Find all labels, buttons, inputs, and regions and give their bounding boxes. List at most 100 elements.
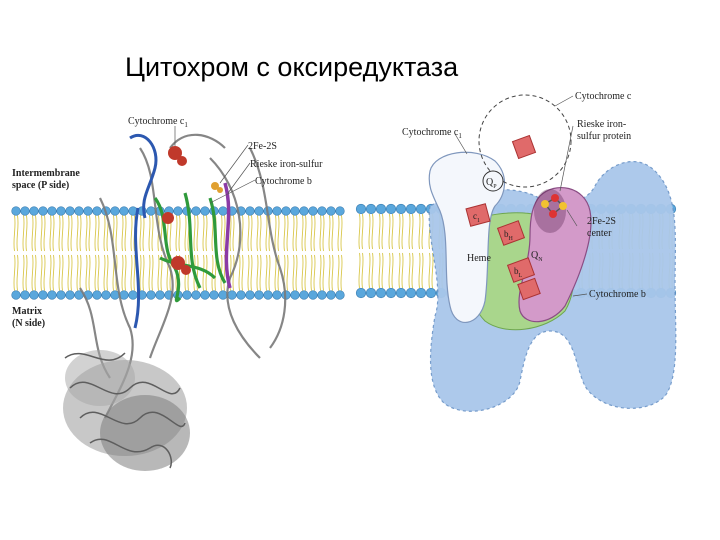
lipid-head [128,290,138,300]
lipid-head [56,290,66,300]
lipid-tail [31,254,34,291]
lipid-tail [238,254,241,291]
lipid-tail [319,254,322,291]
lipid-tail [241,254,244,291]
label-rieske: Rieske iron-sulfur [250,159,323,170]
lipid-tail [401,252,404,289]
lipid-tail [166,254,169,291]
lipid-tail [25,215,28,252]
lipid-head [308,206,318,216]
lipid-head [236,290,246,300]
lipid-tail [124,254,127,291]
lipid-tail [52,254,55,291]
lipid-head [326,290,336,300]
lipid-tail [142,215,145,252]
lipid-tail [310,254,313,291]
lipid-head [375,203,387,215]
lipid-head [65,206,75,216]
lipid-head [365,287,377,299]
label-p-side: space (P side) [12,180,69,191]
lipid-tail [178,215,181,252]
lipid-tail [205,215,208,252]
lipid-tail [139,254,142,291]
lipid-tail [148,254,151,291]
lipid-tail [295,254,298,291]
heme-rieske-box [517,277,541,301]
lipid-tail [232,215,235,252]
lipid-tail [319,215,322,252]
lipid-tail [388,213,391,250]
qn-site: QN [531,250,543,263]
lipid-head [299,290,309,300]
label-n-side: (N side) [12,318,45,329]
heme-c1-box: c1 [465,203,491,227]
lipid-head [155,290,165,300]
lipid-tail [133,254,136,291]
lipid-tail [361,213,364,250]
lipid-tail [361,252,364,289]
lipid-tail [139,215,142,252]
lipid-tail [85,254,88,291]
lipid-tail [247,254,250,291]
lipid-tail [398,213,401,250]
heme-bl-box: bL [506,257,536,283]
lipid-head [92,206,102,216]
heme-bh-box: bH [496,220,526,246]
svg-text:c1: c1 [473,211,480,224]
lipid-head [263,290,273,300]
lipid-tail [259,215,262,252]
lipid-tail [58,254,61,291]
lipid-tail [268,254,271,291]
lipid-tail [381,213,384,250]
lipid-head [182,290,192,300]
lipid-head [272,290,282,300]
lipid-tail [301,215,304,252]
lipid-tail [295,215,298,252]
lipid-head [56,206,66,216]
lipid-tail [259,254,262,291]
label-matrix: Matrix [12,306,42,317]
right-schematic-panel: c1 bH bL QP QN Cytochrome c Cytochrome c… [355,86,685,426]
label-intermembrane: Intermembrane [12,168,80,179]
lipid-tail [328,215,331,252]
lipid-tail [301,254,304,291]
lipid-tail [337,215,340,252]
lipid-tail [121,215,124,252]
label-rieske-2: sulfur protein [577,131,631,142]
lipid-tail [40,254,43,291]
lipid-head [29,206,39,216]
lipid-tail [283,215,286,252]
lipid-tail [130,215,133,252]
lipid-tail [148,215,151,252]
lipid-tail [22,254,25,291]
lipid-tail [106,254,109,291]
svg-text:QN: QN [531,250,543,263]
lipid-tail [97,215,100,252]
lipid-head [20,206,30,216]
lipid-tail [13,215,16,252]
lipid-tail [265,254,268,291]
lipid-head [218,290,228,300]
lipid-tail [202,215,205,252]
lipid-head [272,206,282,216]
lipid-tail [421,213,424,250]
lipid-head [209,290,219,300]
lipid-tail [103,215,106,252]
lipid-head [38,206,48,216]
lipid-tail [85,215,88,252]
lipid-head [254,206,264,216]
lipid-tail [193,215,196,252]
lipid-tail [277,254,280,291]
lipid-tail [331,215,334,252]
lipid-tail [391,213,394,250]
lipid-head [200,290,210,300]
lipid-tail [16,215,19,252]
lipid-tail [94,215,97,252]
lipid-head [173,206,183,216]
lipid-tail [408,252,411,289]
label-center-2: center [587,228,612,239]
cytochrome-c-heme [511,134,537,160]
lipid-tail [304,215,307,252]
lipid-head [290,290,300,300]
label-cytochrome-c1: Cytochrome c1 [128,116,188,129]
